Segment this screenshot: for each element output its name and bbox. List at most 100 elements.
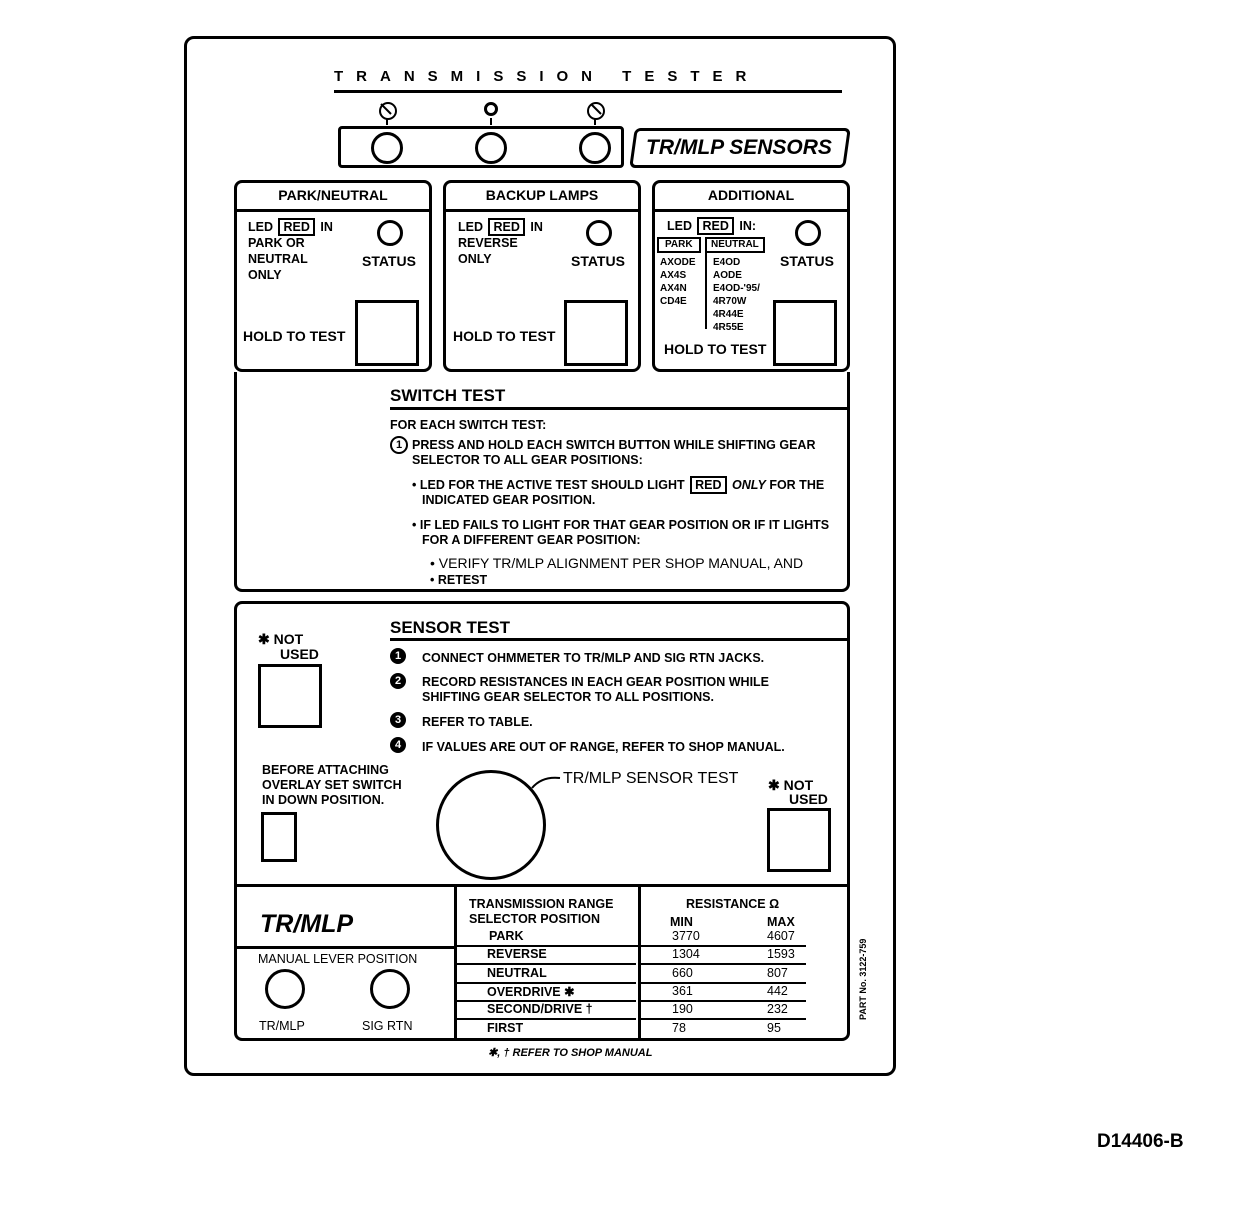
manual-lever-label: MANUAL LEVER POSITION	[258, 952, 418, 966]
switch-step-1-line-1: PRESS AND HOLD EACH SWITCH BUTTON WHILE …	[412, 438, 816, 452]
backup-lamps-status-led	[586, 220, 612, 246]
backup-lamps-status-label: STATUS	[571, 253, 625, 269]
bullet-1-tail: FOR THE	[769, 478, 825, 492]
table-row-min: 660	[672, 965, 693, 980]
additional-neutral-tag: NEUTRAL	[705, 237, 765, 253]
neutral-model-6: 4R55E	[713, 322, 744, 333]
park-neutral-header: PARK/NEUTRAL	[237, 183, 429, 212]
tester-title: TRANSMISSION TESTER	[334, 68, 760, 85]
neutral-model-2: AODE	[713, 270, 742, 281]
backup-lamps-hold-label: HOLD TO TEST	[453, 328, 556, 344]
switch-test-title: SWITCH TEST	[390, 386, 506, 405]
table-row-min: 3770	[672, 929, 700, 943]
table-row-max: 1593	[767, 947, 795, 962]
tester-overlay-panel	[184, 36, 896, 1076]
dial-label: TR/MLP SENSOR TEST	[563, 770, 739, 787]
trmlp-jack[interactable]	[265, 969, 305, 1009]
range-header-line-1: TRANSMISSION RANGE	[469, 897, 614, 911]
red-tag: RED	[488, 218, 525, 236]
switch-sub-bullet-1: • VERIFY TR/MLP ALIGNMENT PER SHOP MANUA…	[430, 555, 804, 571]
not-used-left-button[interactable]	[258, 664, 322, 728]
sensor-step-4-text: IF VALUES ARE OUT OF RANGE, REFER TO SHO…	[422, 740, 785, 754]
in-label: IN	[530, 220, 543, 234]
figure-id: D14406-B	[1097, 1131, 1184, 1152]
switch-bullet-2-line-2: FOR A DIFFERENT GEAR POSITION:	[422, 533, 641, 547]
max-header: MAX	[767, 915, 795, 929]
table-row-divider	[456, 981, 636, 984]
table-row-max: 4607	[767, 929, 795, 943]
led-label: LED	[248, 220, 273, 234]
not-used-right-line-1: ✱ NOT	[768, 777, 814, 793]
table-row-min: 190	[672, 1002, 693, 1017]
table-row-divider	[456, 1018, 636, 1021]
table-row-max: 232	[767, 1002, 788, 1017]
bullet-1-text: • LED FOR THE ACTIVE TEST SHOULD LIGHT	[412, 478, 685, 492]
backup-lamps-panel: BACKUP LAMPS	[443, 180, 641, 372]
sensor-lamp-2[interactable]	[475, 132, 507, 164]
table-row-position: OVERDRIVE ✱	[487, 984, 575, 999]
table-row-position: FIRST	[487, 1020, 524, 1035]
led-label: LED	[667, 219, 692, 233]
table-row-divider	[456, 999, 636, 1002]
additional-park-tag: PARK	[657, 237, 701, 253]
sensor-step-3-number: 3	[390, 712, 406, 728]
backup-lamps-header: BACKUP LAMPS	[446, 183, 638, 212]
sensor-lamp-1[interactable]	[371, 132, 403, 164]
not-used-right-button[interactable]	[767, 808, 831, 872]
park-neutral-line-3: ONLY	[248, 268, 282, 282]
table-row-divider	[640, 981, 806, 984]
park-neutral-led-text: LED RED IN	[248, 218, 333, 236]
switch-test-rule	[390, 407, 850, 410]
backup-lamps-led-text: LED RED IN	[458, 218, 543, 236]
dial-leader-line	[531, 776, 561, 789]
sensor-step-2-text-2: SHIFTING GEAR SELECTOR TO ALL POSITIONS.	[422, 690, 714, 704]
sig-rtn-jack-label: SIG RTN	[362, 1019, 413, 1033]
before-attaching-line-2: OVERLAY SET SWITCH	[262, 778, 402, 792]
park-model-2: AX4S	[660, 270, 687, 281]
table-row-divider	[456, 963, 636, 966]
switch-test-intro: FOR EACH SWITCH TEST:	[390, 418, 547, 432]
neutral-model-5: 4R44E	[713, 309, 744, 320]
table-row-min: 1304	[672, 947, 700, 962]
footnote: ✱, † REFER TO SHOP MANUAL	[488, 1047, 653, 1059]
table-row-position: NEUTRAL	[487, 965, 547, 980]
backup-lamps-test-button[interactable]	[564, 300, 628, 366]
sensor-step-1-number: 1	[390, 648, 406, 664]
sensor-lamp-3[interactable]	[579, 132, 611, 164]
sensor-step-1-text: CONNECT OHMMETER TO TR/MLP AND SIG RTN J…	[422, 651, 765, 665]
table-row-position: PARK	[489, 929, 524, 943]
additional-led-text: LED RED IN:	[667, 217, 757, 235]
trmlp-logo: TR/MLP	[260, 910, 354, 938]
model-divider	[705, 253, 707, 329]
park-neutral-test-button[interactable]	[355, 300, 419, 366]
additional-test-button[interactable]	[773, 300, 837, 366]
red-tag: RED	[278, 218, 315, 236]
red-tag: RED	[697, 217, 734, 235]
neutral-model-1: E4OD	[713, 257, 741, 268]
switch-bullet-1-line-1: • LED FOR THE ACTIVE TEST SHOULD LIGHT R…	[412, 476, 825, 494]
not-used-left-line-1: ✱ NOT	[258, 631, 304, 647]
table-row-max: 95	[767, 1020, 781, 1035]
sensor-step-4-number: 4	[390, 737, 406, 753]
additional-panel: ADDITIONAL	[652, 180, 850, 372]
in-label: IN:	[739, 219, 757, 233]
trmlp-jack-label: TR/MLP	[259, 1019, 305, 1033]
table-divider-left	[454, 884, 457, 1040]
min-header: MIN	[670, 915, 693, 929]
part-number: PART No. 3122-759	[858, 938, 868, 1020]
sig-rtn-jack[interactable]	[370, 969, 410, 1009]
sensor-test-title: SENSOR TEST	[390, 618, 510, 637]
in-label: IN	[320, 220, 333, 234]
sensor-step-2-text: RECORD RESISTANCES IN EACH GEAR POSITION…	[422, 675, 770, 689]
before-attaching-line-1: BEFORE ATTACHING	[262, 763, 389, 777]
overlay-set-switch[interactable]	[261, 812, 297, 862]
switch-step-1-line-2: SELECTOR TO ALL GEAR POSITIONS:	[412, 453, 643, 467]
not-used-left-line-2: USED	[280, 646, 319, 662]
switch-bullet-2-line-1: • IF LED FAILS TO LIGHT FOR THAT GEAR PO…	[412, 518, 830, 532]
table-row-position: SECOND/DRIVE †	[487, 1002, 593, 1017]
table-row-position: REVERSE	[487, 947, 547, 962]
logo-rule	[234, 946, 454, 949]
sensor-test-dial[interactable]	[436, 770, 546, 880]
switch-test-frame	[234, 372, 850, 592]
sensors-label: TR/MLP SENSORS	[646, 136, 832, 159]
